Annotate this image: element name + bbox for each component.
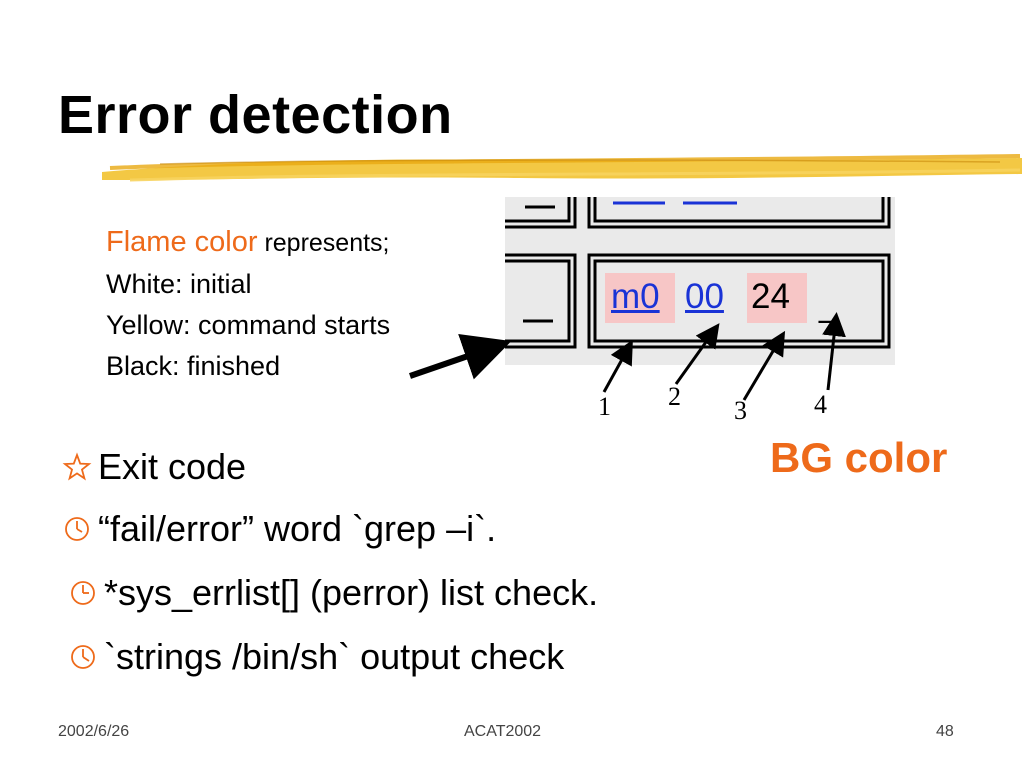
slide-title: Error detection <box>58 85 453 145</box>
token-00: 00 <box>685 277 724 316</box>
bullet-text: *sys_errlist[] (perror) list check. <box>104 572 599 613</box>
clock-icon <box>71 581 95 605</box>
clock-icon <box>71 645 95 669</box>
bullet-item-sys-errlist: *sys_errlist[] (perror) list check. <box>68 572 598 614</box>
legend-heading: Flame color represents; <box>106 222 390 264</box>
legend-line-yellow: Yellow: command starts <box>106 310 391 340</box>
arrow-4 <box>822 312 846 391</box>
represents-text: represents; <box>257 229 390 257</box>
token-m0: m0 <box>611 277 660 316</box>
callout-number-1: 1 <box>598 392 611 421</box>
flame-color-legend: Flame color represents; White: initial Y… <box>106 222 390 387</box>
arrow-3 <box>742 330 786 401</box>
callout-number-4: 4 <box>814 390 827 419</box>
callout-number-2: 2 <box>668 382 681 411</box>
bullet-item-strings: `strings /bin/sh` output check <box>68 636 564 678</box>
bullet-item-grep: “fail/error” word `grep –i`. <box>62 508 496 550</box>
bullet-text: Exit code <box>98 446 247 487</box>
bullet-text: “fail/error” word `grep –i`. <box>98 508 497 549</box>
clock-icon <box>65 517 89 541</box>
callout-number-3: 3 <box>734 396 747 425</box>
bg-color-label: BG color <box>770 434 948 481</box>
footer-page-number: 48 <box>936 723 954 740</box>
yellow-brush-stroke <box>102 154 1022 182</box>
star-icon <box>62 452 92 481</box>
footer-conference: ACAT2002 <box>464 723 542 740</box>
footer-date: 2002/6/26 <box>58 723 130 740</box>
arrow-2 <box>674 323 720 385</box>
legend-line-white: White: initial <box>106 269 252 299</box>
frame-arrow <box>409 334 512 380</box>
flame-color-label: Flame color <box>106 226 258 258</box>
legend-line-black: Black: finished <box>106 351 281 381</box>
token-24: 24 <box>751 277 790 316</box>
arrow-1 <box>602 339 633 393</box>
bullet-text: `strings /bin/sh` output check <box>104 636 565 677</box>
bullet-item-exit-code: Exit code <box>62 446 246 488</box>
